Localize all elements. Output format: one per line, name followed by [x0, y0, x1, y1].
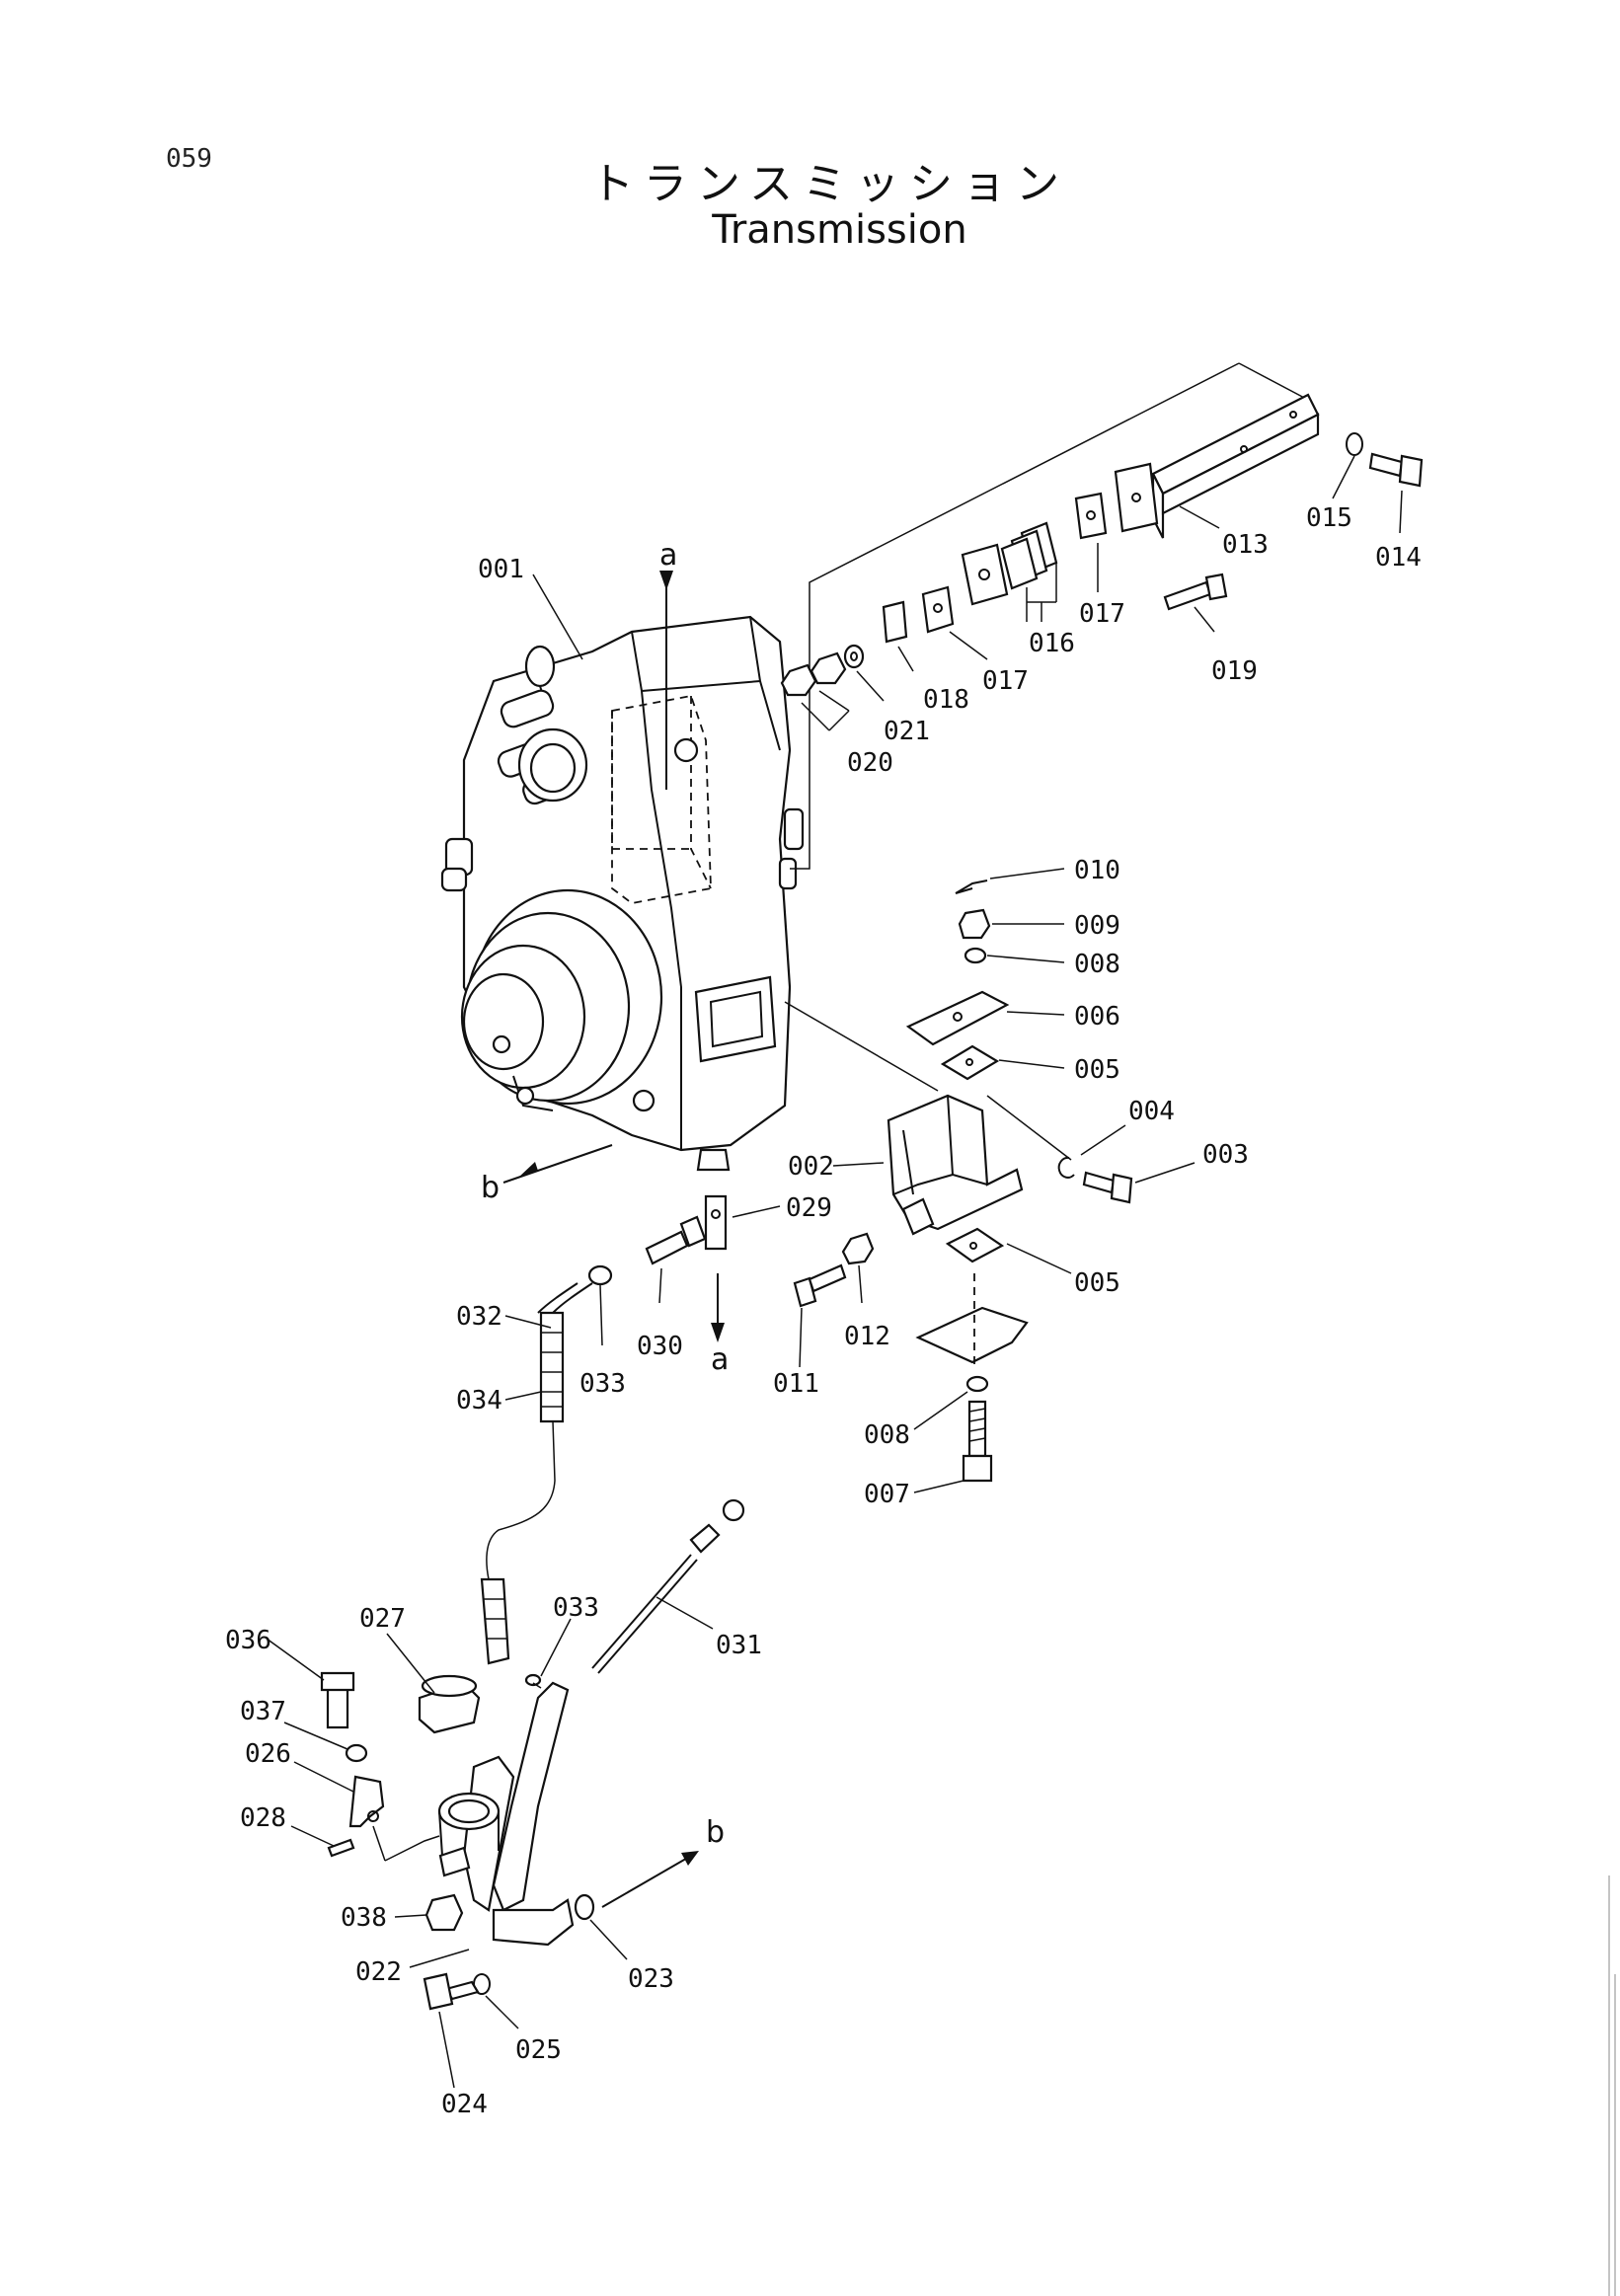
part-label-027: 027	[359, 1604, 406, 1634]
part-label-022: 022	[355, 1957, 402, 1987]
part-label-001: 001	[478, 555, 524, 584]
part-label-028: 028	[240, 1803, 286, 1833]
part-label-014: 014	[1375, 543, 1422, 573]
part-label-010: 010	[1074, 856, 1120, 885]
part-label-030: 030	[637, 1332, 683, 1361]
scan-edge	[1608, 1875, 1616, 2296]
part-label-008b: 008	[864, 1420, 910, 1450]
arrow-icon	[659, 571, 673, 590]
page-number: 059	[166, 144, 212, 174]
view-ref-b-right: b	[706, 1815, 725, 1850]
part-label-018: 018	[923, 685, 969, 715]
part-label-029: 029	[786, 1193, 832, 1223]
part-label-016: 016	[1029, 629, 1075, 658]
arrow-icon	[681, 1851, 699, 1866]
part-label-033a: 033	[579, 1369, 626, 1399]
transmission-housing	[440, 615, 805, 1152]
part-label-019: 019	[1211, 656, 1258, 686]
part-label-037: 037	[240, 1697, 286, 1726]
part-label-011: 011	[773, 1369, 819, 1399]
part-label-009: 009	[1074, 911, 1120, 941]
part-label-026: 026	[245, 1739, 291, 1769]
part-label-017b: 017	[982, 666, 1029, 696]
part-label-007: 007	[864, 1480, 910, 1509]
part-label-033b: 033	[553, 1593, 599, 1623]
view-ref-b-left: b	[481, 1171, 500, 1205]
arrow-icon	[711, 1323, 725, 1342]
part-label-036: 036	[225, 1626, 271, 1655]
mount-assembly	[784, 880, 1133, 1483]
part-label-006: 006	[1074, 1002, 1120, 1032]
part-label-004: 004	[1128, 1097, 1175, 1126]
page-title: Transmission	[712, 207, 967, 253]
part-label-023: 023	[628, 1964, 674, 1994]
part-label-017a: 017	[1079, 599, 1125, 629]
part-label-008a: 008	[1074, 950, 1120, 979]
part-labels: 001 002 003 004 005 005 006 007 008 008 …	[225, 455, 1422, 2119]
part-label-024: 024	[441, 2090, 488, 2119]
part-label-015: 015	[1306, 503, 1352, 533]
oil-hose-assembly	[320, 1148, 745, 2011]
part-label-038: 038	[341, 1903, 387, 1933]
view-ref-a-top: a	[659, 538, 677, 573]
part-label-034: 034	[456, 1386, 502, 1416]
arrow-icon	[518, 1162, 538, 1178]
part-label-005b: 005	[1074, 1268, 1120, 1298]
part-label-013: 013	[1222, 530, 1269, 560]
part-label-003: 003	[1202, 1140, 1249, 1170]
part-label-005a: 005	[1074, 1055, 1120, 1085]
part-label-020: 020	[847, 748, 893, 778]
upper-bracket-assembly	[780, 362, 1424, 870]
part-label-025: 025	[515, 2035, 562, 2065]
part-label-032: 032	[456, 1302, 502, 1332]
part-label-002: 002	[788, 1152, 834, 1182]
part-label-021: 021	[884, 717, 930, 746]
view-ref-a-bottom: a	[711, 1342, 729, 1377]
page-title-japanese: トランスミッション	[589, 159, 1070, 209]
part-label-031: 031	[716, 1631, 762, 1660]
part-label-012: 012	[844, 1322, 890, 1351]
